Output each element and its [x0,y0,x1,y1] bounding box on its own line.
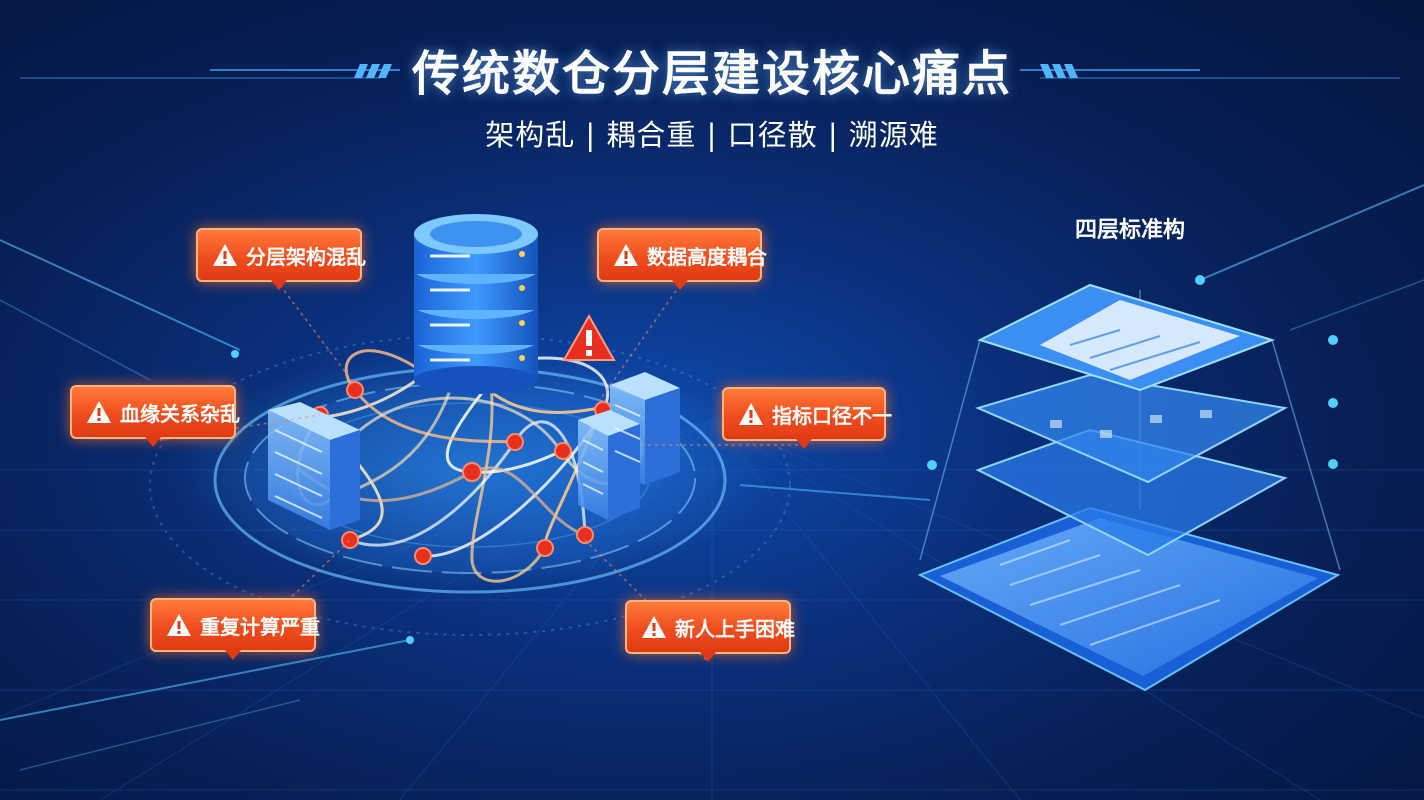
pain-point-onboarding-hard: 新人上手困难 [625,600,795,662]
pain-point-label: 数据高度耦合 [647,244,767,269]
warning-icon [167,614,191,636]
page-title: 传统数仓分层建设核心痛点 [411,46,1012,102]
warning-icon [739,403,763,425]
pain-point-metric-inconsistency: 指标口径不一 [722,387,892,449]
pain-point-label: 指标口径不一 [772,403,892,428]
pain-point-label: 重复计算严重 [200,614,320,639]
pain-point-label: 血缘关系杂乱 [120,401,240,426]
warning-icon [614,244,638,266]
pain-point-high-coupling: 数据高度耦合 [597,228,767,290]
page-subtitle: 架构乱 | 耦合重 | 口径散 | 溯源难 [485,118,939,152]
pain-point-label: 分层架构混乱 [246,244,366,269]
warning-icon [213,244,237,266]
warning-icon [642,616,666,638]
pain-point-lineage-mess: 血缘关系杂乱 [70,385,240,447]
pain-point-duplicate-compute: 重复计算严重 [150,598,320,660]
server-rack-icon [268,402,360,530]
pain-point-label: 新人上手困难 [675,616,795,641]
layer-connector-dots [231,275,1338,644]
pain-point-layer-chaos: 分层架构混乱 [196,228,366,290]
four-layer-title: 四层标准构 [1074,218,1185,243]
header-chevrons [354,64,1078,78]
light-streaks [0,184,1424,771]
warning-icon [87,401,111,423]
database-icon [414,214,538,394]
server-rack-icon [578,372,680,520]
warning-icon [562,313,616,361]
layer-stack-icon [917,283,1341,692]
